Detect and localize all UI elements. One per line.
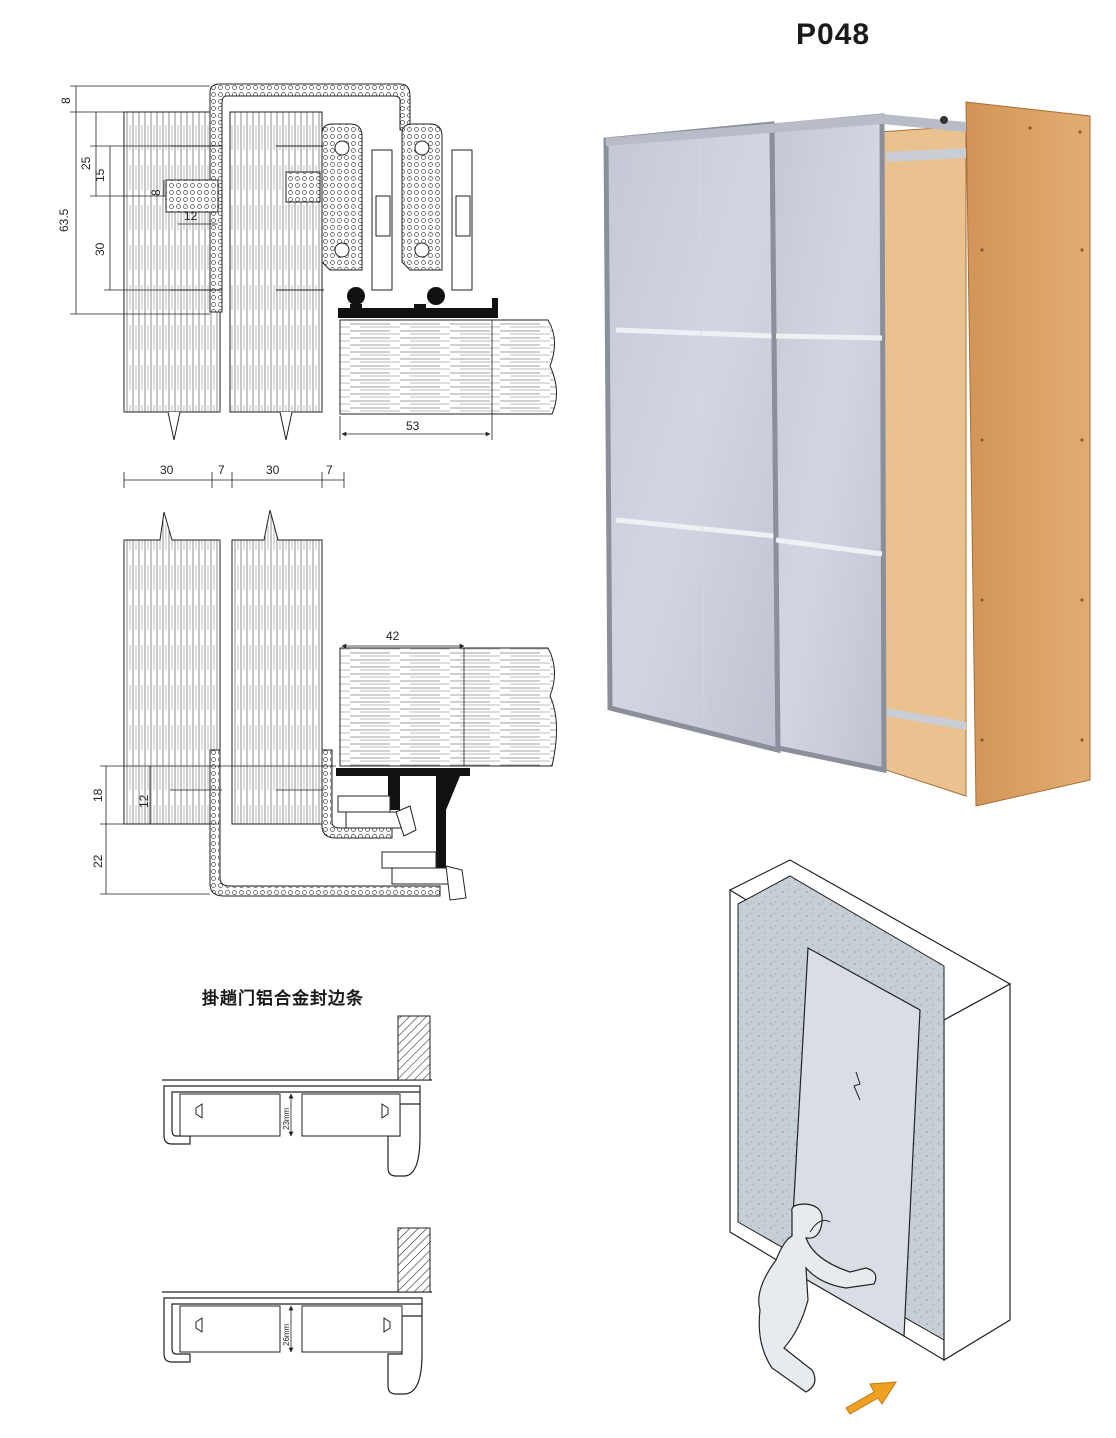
wall-section-b bbox=[397, 1227, 431, 1293]
dim-15: 15 bbox=[93, 168, 107, 182]
left-door-panel-bottom bbox=[123, 511, 221, 825]
dim-8-top: 8 bbox=[59, 97, 73, 104]
dim-18: 18 bbox=[91, 788, 105, 802]
roller-wheel-icon bbox=[427, 287, 445, 305]
cabinet-side-panel bbox=[965, 101, 1091, 807]
roller-wheel-icon bbox=[347, 287, 365, 305]
edge-profile-23mm: 23mm bbox=[162, 1015, 432, 1177]
installer-person bbox=[758, 1203, 877, 1393]
dim-25: 25 bbox=[79, 156, 93, 170]
dim-12-top: 12 bbox=[184, 209, 198, 223]
cabinet-side bbox=[943, 982, 1011, 1362]
screw-hole-icon bbox=[334, 140, 350, 156]
dim-42: 42 bbox=[386, 629, 400, 643]
inner-insert-right bbox=[285, 171, 321, 203]
aluminum-profile-b bbox=[163, 1297, 423, 1395]
roller-icon bbox=[940, 116, 948, 124]
profile-section-title: 掛趟门铝合金封边条 bbox=[202, 989, 364, 1009]
top-track-section: 8 25 15 8 12 63.5 30 53 bbox=[57, 83, 557, 441]
cabinet-interior bbox=[879, 125, 967, 797]
bottom-track-section: 42 18 12 22 bbox=[91, 509, 558, 901]
dim-30-vertical: 30 bbox=[93, 242, 107, 256]
screw-hole-icon bbox=[414, 242, 430, 258]
profile-b-thickness: 26mm bbox=[282, 1323, 291, 1346]
bottom-cap-trim bbox=[209, 749, 441, 897]
hanger-block-1 bbox=[321, 123, 363, 271]
floor-board bbox=[339, 647, 558, 767]
door-width-dimensions bbox=[123, 472, 345, 488]
left-door-panel-top bbox=[123, 111, 221, 413]
product-code: P048 bbox=[796, 18, 871, 51]
slide-direction-arrow-icon bbox=[845, 1381, 897, 1415]
inner-insert-left bbox=[165, 179, 219, 213]
dim-63-5: 63.5 bbox=[57, 208, 71, 232]
top-track-rail bbox=[338, 298, 498, 318]
screw-hole-icon bbox=[414, 140, 430, 156]
dim-12-bottom: 12 bbox=[137, 794, 151, 808]
edge-profile-26mm: 26mm bbox=[162, 1227, 432, 1395]
width-30-a: 30 bbox=[160, 463, 174, 477]
width-30-b: 30 bbox=[266, 463, 280, 477]
dim-8-inner: 8 bbox=[149, 189, 163, 196]
top-cap-trim bbox=[209, 83, 411, 313]
dim-53: 53 bbox=[406, 419, 420, 433]
hanger-block-2 bbox=[401, 123, 443, 271]
wardrobe-photo bbox=[603, 101, 1091, 807]
right-door-panel-top bbox=[229, 111, 323, 413]
width-7-a: 7 bbox=[218, 463, 225, 477]
sliding-door-right bbox=[769, 113, 887, 774]
profile-a-thickness: 23mm bbox=[282, 1107, 291, 1130]
bottom-track-rail bbox=[336, 768, 470, 872]
installation-sketch bbox=[728, 859, 1012, 1415]
screw-hole-icon bbox=[334, 242, 350, 258]
width-7-b: 7 bbox=[326, 463, 333, 477]
right-door-panel-bottom bbox=[231, 509, 323, 825]
aluminum-profile-a bbox=[163, 1085, 421, 1177]
dim-22: 22 bbox=[91, 854, 105, 868]
sliding-door-left bbox=[603, 121, 781, 754]
ceiling-board bbox=[339, 319, 557, 415]
door-panel-being-installed bbox=[789, 947, 921, 1338]
wall-section-a bbox=[397, 1015, 431, 1081]
